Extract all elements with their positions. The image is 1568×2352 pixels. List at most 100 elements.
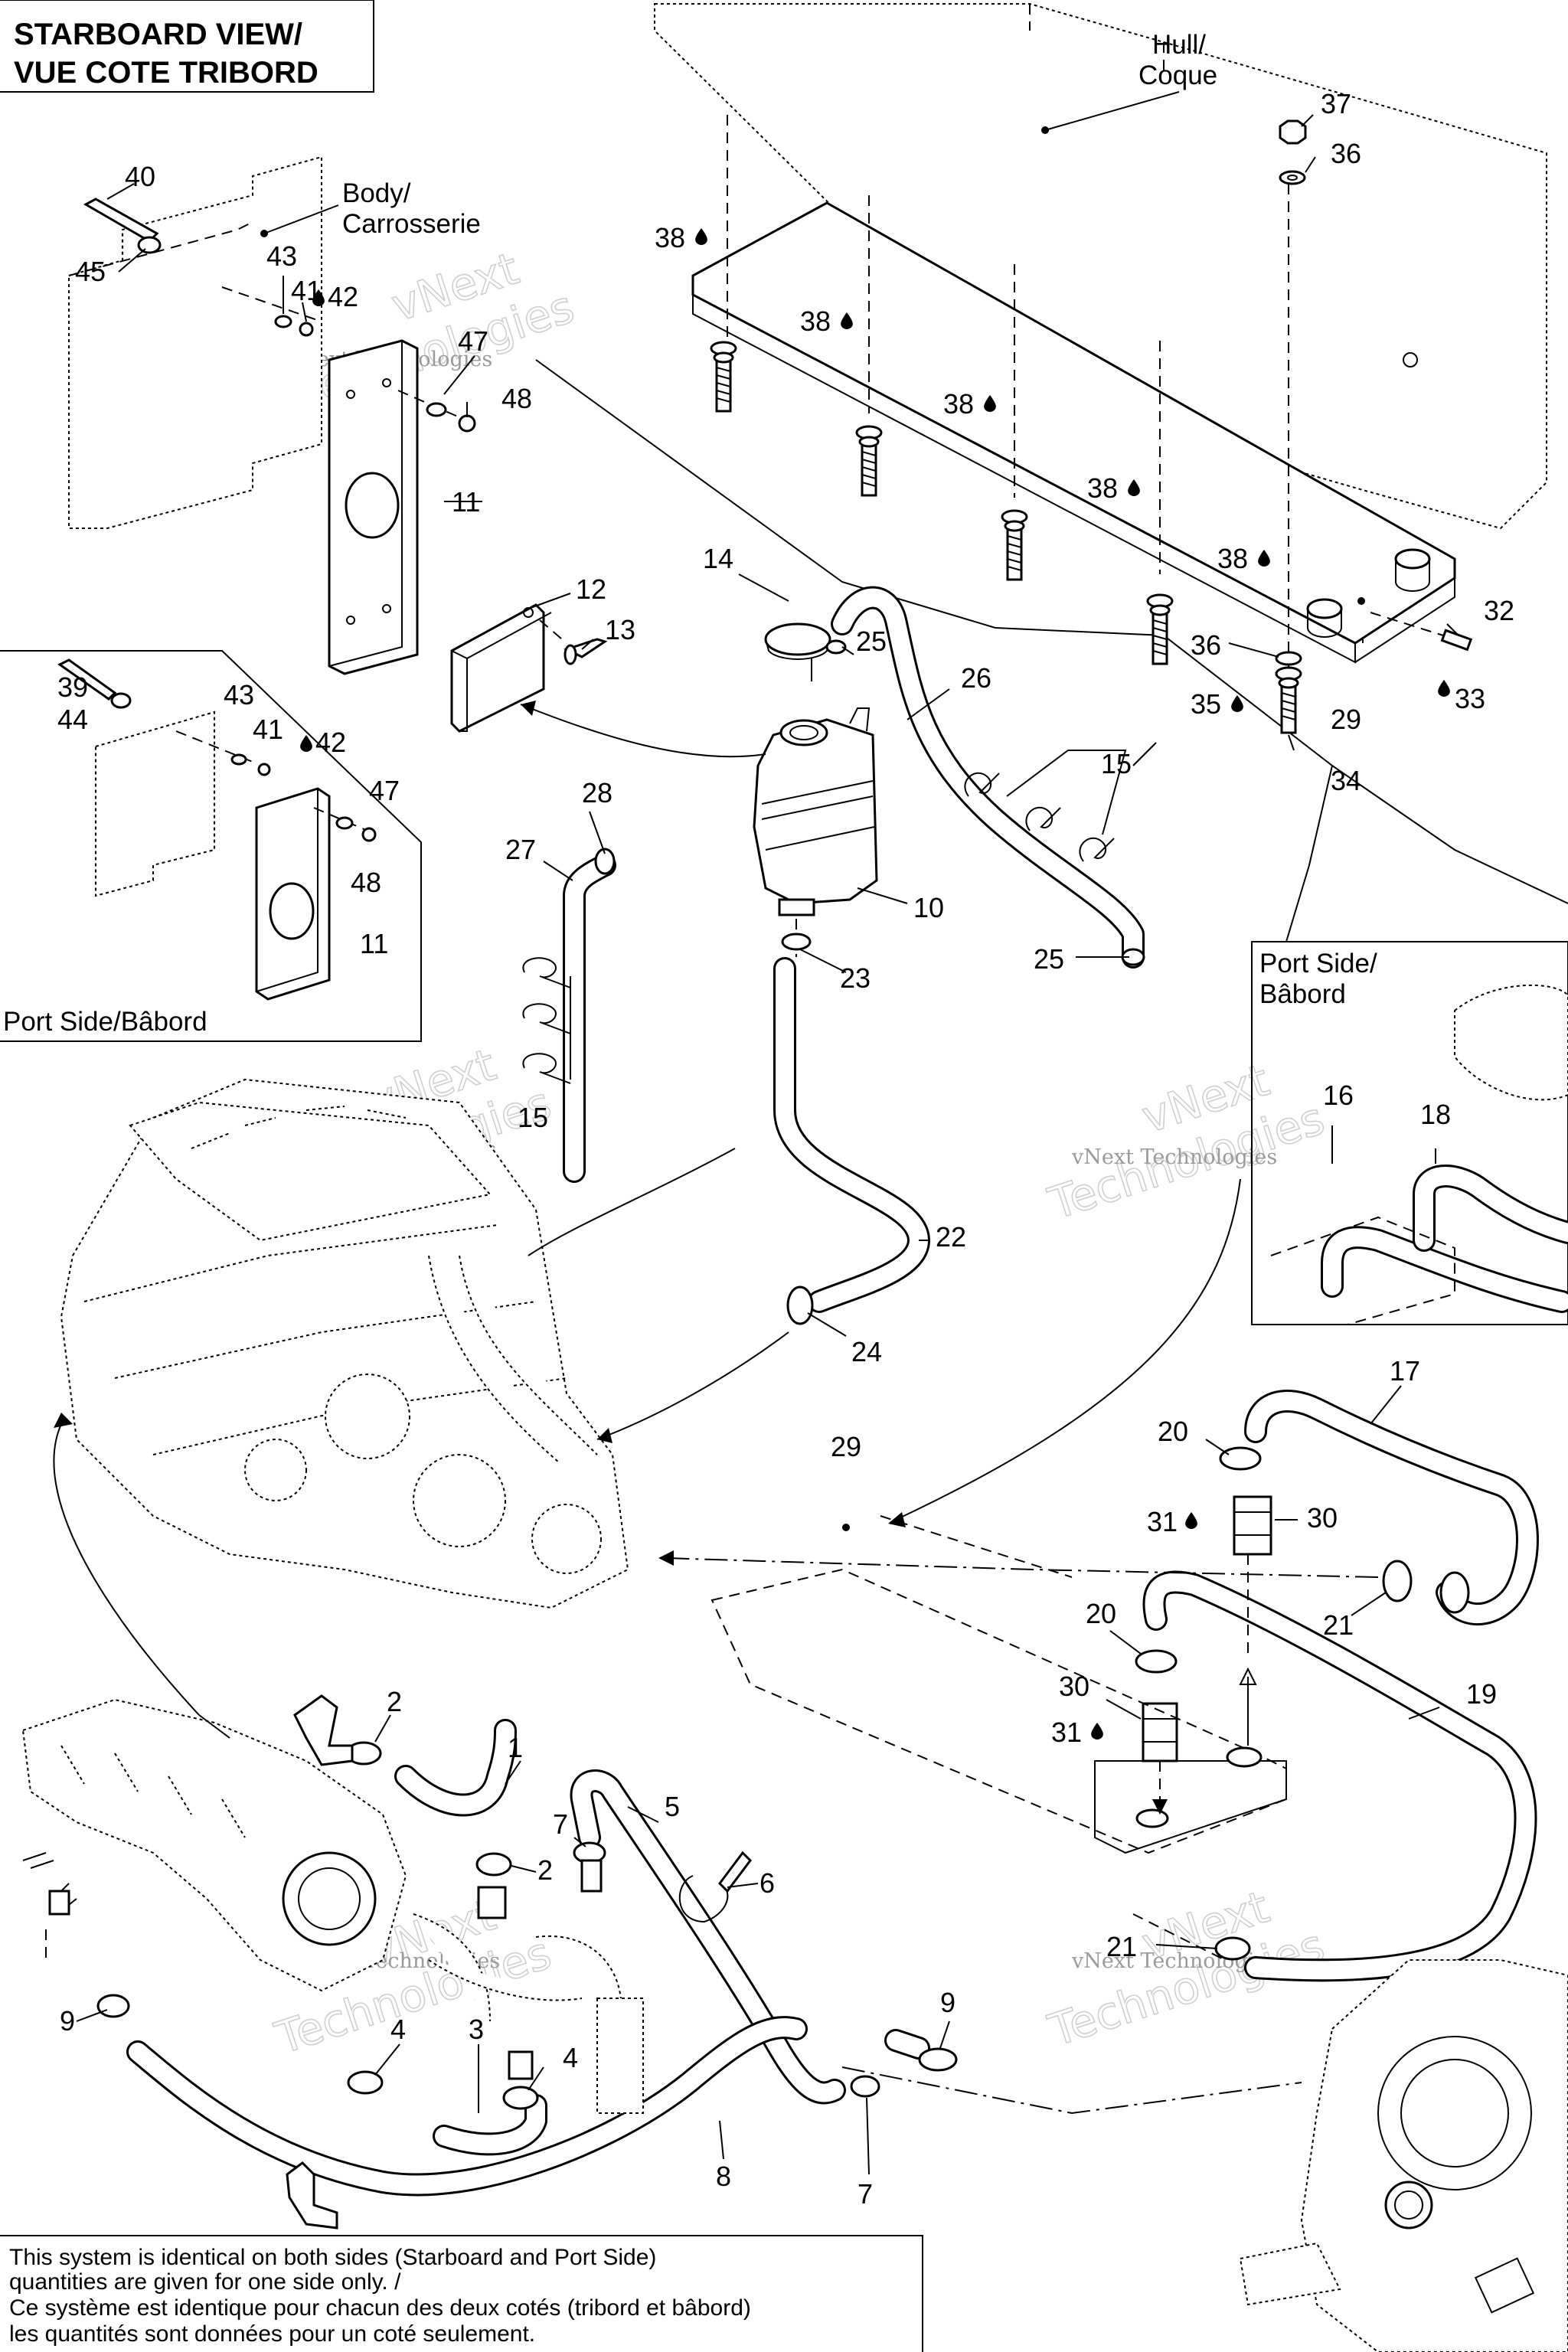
sealant-drop-icon: [695, 228, 707, 245]
callout-9: 9: [940, 1987, 956, 2018]
callout-8: 8: [716, 2161, 731, 2192]
body-panel: Body/ Carrosserie: [68, 155, 481, 529]
mounting-plate-starboard: [221, 286, 476, 675]
callout-9: 9: [60, 2005, 75, 2037]
callout-47: 47: [369, 775, 400, 806]
callout-21: 21: [1323, 1609, 1354, 1641]
sealant-drop-icon: [300, 735, 312, 752]
port-side-box: Port Side/Bâbord: [0, 650, 422, 1042]
callout-13: 13: [605, 614, 635, 645]
callout-31: 31: [1051, 1717, 1082, 1748]
footnote-line3: Ce système est identique pour chacun des…: [9, 2295, 751, 2321]
callout-7: 7: [858, 2178, 873, 2210]
callout-11: 11: [452, 486, 480, 518]
callout-20: 20: [1086, 1598, 1116, 1629]
callout-42: 42: [328, 281, 358, 312]
exhaust-manifold: [21, 1698, 644, 2114]
flow-arrows: [53, 701, 1379, 2115]
callout-17: 17: [1390, 1355, 1420, 1387]
callout-38: 38: [800, 305, 831, 337]
callout-3: 3: [469, 2014, 484, 2045]
callout-10: 10: [913, 892, 944, 923]
callout-34: 34: [1331, 765, 1361, 796]
callout-45: 45: [75, 256, 106, 287]
callout-40: 40: [125, 161, 155, 192]
lower-platform: [710, 1568, 1287, 1854]
callout-14: 14: [703, 543, 733, 574]
callout-38: 38: [943, 388, 974, 420]
callout-leaders: [76, 114, 1459, 2175]
callout-1: 1: [508, 1732, 523, 1763]
callout-36: 36: [1191, 629, 1221, 661]
callout-47: 47: [458, 325, 488, 357]
callout-39: 39: [57, 671, 88, 703]
callout-21: 21: [1106, 1931, 1137, 1962]
callout-42: 42: [315, 727, 346, 758]
starboard-view-title: STARBOARD VIEW/: [14, 18, 302, 51]
callout-4: 4: [563, 2042, 578, 2073]
callout-37: 37: [1321, 88, 1351, 119]
body-label-line2: Carrosserie: [342, 209, 481, 239]
hull-label-line2: Coque: [1138, 60, 1217, 90]
callout-38: 38: [655, 222, 685, 253]
bracket: [450, 603, 608, 733]
callout-22: 22: [936, 1221, 966, 1253]
callout-38: 38: [1087, 472, 1118, 504]
port-side-inset-subtitle: Bâbord: [1259, 979, 1346, 1009]
callout-48: 48: [501, 383, 532, 414]
callout-43: 43: [224, 679, 254, 710]
footnote-line2: quantities are given for one side only. …: [9, 2269, 401, 2295]
callout-12: 12: [576, 573, 606, 605]
callout-24: 24: [851, 1336, 882, 1367]
callout-6: 6: [760, 1867, 775, 1899]
watermark-small-text: vNext Technologies: [1071, 1145, 1277, 1169]
hull-label-line1: Hull/: [1152, 30, 1206, 60]
sealant-drop-icon: [1091, 1723, 1103, 1740]
callout-20: 20: [1158, 1416, 1188, 1447]
callout-27: 27: [505, 834, 536, 865]
sealant-drop-icon: [1231, 695, 1243, 712]
callout-2: 2: [387, 1686, 402, 1717]
callout-7: 7: [553, 1808, 568, 1840]
port-side-inset: Port Side/ Bâbord: [1251, 941, 1568, 1325]
callout-31: 31: [1147, 1506, 1178, 1537]
callout-labels: 40 45 43 41 42 47 48 11 12 13 39 44 43 4…: [57, 88, 1514, 2210]
footnote-line1: This system is identical on both sides (…: [9, 2245, 656, 2270]
callout-29: 29: [831, 1431, 861, 1462]
callout-15: 15: [1101, 748, 1132, 779]
coolant-reservoir: [753, 622, 878, 957]
callout-32: 32: [1484, 595, 1514, 626]
callout-33: 33: [1455, 683, 1485, 714]
hull-outline: Hull/ Coque: [535, 3, 1568, 942]
callout-11: 11: [360, 928, 388, 959]
starboard-view-title-box: STARBOARD VIEW/ VUE COTE TRIBORD: [0, 0, 374, 93]
port-side-inset-title: Port Side/: [1259, 949, 1377, 978]
sealant-drop-icon: [1185, 1512, 1197, 1529]
starboard-view-subtitle: VUE COTE TRIBORD: [14, 56, 318, 90]
mounting-bar: [691, 201, 1456, 664]
callout-4: 4: [390, 2014, 406, 2045]
callout-2: 2: [537, 1854, 553, 1886]
callout-25: 25: [1034, 943, 1064, 975]
engine-assembly: [60, 1078, 629, 1609]
footnote-box: This system is identical on both sides (…: [0, 2235, 923, 2352]
footnote-line4: les quantités sont données pour un coté …: [9, 2321, 535, 2347]
callout-18: 18: [1420, 1099, 1451, 1130]
callout-48: 48: [351, 867, 381, 898]
callout-30: 30: [1307, 1502, 1338, 1534]
hull-bolts: [710, 115, 1473, 734]
callout-38: 38: [1217, 543, 1248, 574]
hose-network: [96, 586, 1539, 2230]
callout-41: 41: [253, 714, 283, 745]
callout-36: 36: [1331, 138, 1361, 169]
callout-19: 19: [1466, 1678, 1497, 1710]
callout-5: 5: [665, 1791, 680, 1822]
callout-16: 16: [1323, 1080, 1354, 1111]
sealant-drop-icon: [1438, 680, 1450, 697]
callout-29: 29: [1331, 704, 1361, 735]
callout-43: 43: [266, 240, 297, 272]
callout-26: 26: [961, 662, 991, 694]
callout-30: 30: [1059, 1671, 1089, 1702]
jet-pump-housing: [1239, 1959, 1568, 2352]
